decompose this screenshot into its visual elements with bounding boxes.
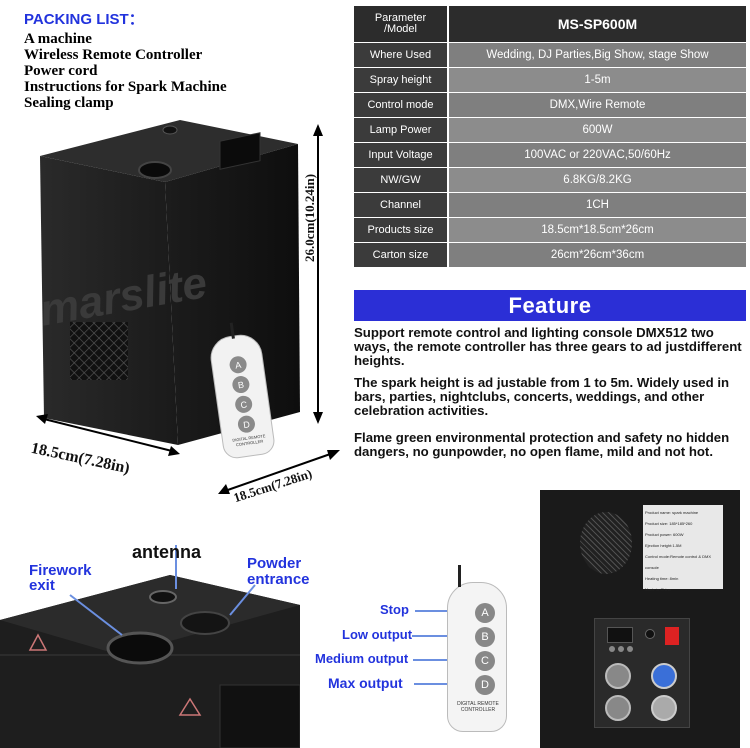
- packing-list: PACKING LIST： A machine Wireless Remote …: [24, 8, 344, 111]
- spec-header-value: MS-SP600M: [449, 6, 746, 43]
- dmx-in-connector-icon[interactable]: [605, 663, 631, 689]
- feature-paragraph: The spark height is ad justable from 1 t…: [354, 375, 730, 418]
- spec-key: Input Voltage: [354, 143, 449, 168]
- powder-entrance-icon: [180, 611, 230, 635]
- spec-key: Lamp Power: [354, 118, 449, 143]
- power-out-connector-icon[interactable]: [651, 695, 677, 721]
- firework-exit-label: Firework exit: [29, 562, 92, 594]
- machine-illustration: marslite: [36, 120, 340, 494]
- spec-key: Control mode: [354, 93, 449, 118]
- back-label-line: Product power: 600W: [645, 532, 684, 537]
- warning-icon: [28, 633, 48, 651]
- packing-item: Power cord: [24, 63, 98, 79]
- remote-button-a[interactable]: A: [475, 603, 495, 623]
- feature-paragraph: Support remote control and lighting cons…: [354, 325, 742, 368]
- spec-key: NW/GW: [354, 168, 449, 193]
- remote-button-b[interactable]: B: [475, 627, 495, 647]
- back-label: Product name: spark machine Product size…: [643, 505, 723, 592]
- remote-legend-stop: Stop: [380, 602, 409, 617]
- packing-item: Sealing clamp: [24, 95, 114, 111]
- back-label-line: Ejection height:1-5M: [645, 543, 682, 548]
- spec-header-key: Parameter /Model: [354, 6, 449, 43]
- machine-side: [165, 144, 300, 445]
- remote-button-c[interactable]: C: [234, 394, 254, 414]
- back-label-line: Product size: 185*185*260: [645, 521, 693, 526]
- remote-legend-medium: Medium output: [315, 651, 409, 666]
- back-label-line: Made in China: [645, 587, 671, 592]
- vent-grille-icon: [70, 322, 128, 380]
- machine-back: Product name: spark machine Product size…: [540, 490, 740, 748]
- height-dimension: 26.0cm(10.24in): [302, 173, 317, 262]
- firework-exit-icon: [138, 161, 172, 179]
- back-label-line: Product name: spark machine: [645, 510, 699, 515]
- back-label-line: Control mode:Remote control & DMX consol…: [645, 554, 712, 570]
- power-in-connector-icon[interactable]: [651, 663, 677, 689]
- legend-line: [414, 683, 471, 685]
- closeup-illustration: [0, 545, 300, 748]
- packing-item: Wireless Remote Controller: [24, 47, 203, 63]
- spec-value: 6.8KG/8.2KG: [449, 168, 746, 193]
- spec-key: Carton size: [354, 243, 449, 268]
- legend-line: [412, 635, 471, 637]
- packing-item: A machine: [24, 31, 92, 47]
- spec-value: Wedding, DJ Parties,Big Show, stage Show: [449, 43, 746, 68]
- remote-button-d[interactable]: D: [236, 414, 257, 434]
- spec-header-row: Parameter /Model MS-SP600M: [354, 6, 746, 43]
- spec-key: Where Used: [354, 43, 449, 68]
- display-icon: [607, 627, 633, 643]
- remote-legend-max: Max output: [328, 675, 403, 691]
- spec-value: 26cm*26cm*36cm: [449, 243, 746, 268]
- menu-button[interactable]: [609, 646, 615, 652]
- packing-item: Instructions for Spark Machine: [24, 79, 227, 95]
- spec-value: 18.5cm*18.5cm*26cm: [449, 218, 746, 243]
- remote-button-b[interactable]: B: [231, 374, 251, 395]
- power-switch[interactable]: [665, 627, 679, 645]
- antenna-icon: [149, 590, 177, 604]
- remote-button-a[interactable]: A: [228, 355, 248, 375]
- firework-exit-icon: [106, 631, 174, 665]
- down-button[interactable]: [627, 646, 633, 652]
- spec-value: DMX,Wire Remote: [449, 93, 746, 118]
- legend-line: [413, 659, 471, 661]
- spec-key: Products size: [354, 218, 449, 243]
- spec-value: 1-5m: [449, 68, 746, 93]
- antenna-label: antenna: [132, 542, 202, 562]
- spec-value: 100VAC or 220VAC,50/60Hz: [449, 143, 746, 168]
- vent-grille-icon: [580, 512, 632, 574]
- remote-button-c[interactable]: C: [475, 651, 495, 671]
- fuse-icon: [645, 629, 655, 639]
- warning-icon: [178, 697, 202, 716]
- dmx-out-connector-icon[interactable]: [605, 695, 631, 721]
- antenna-icon: [458, 565, 461, 587]
- powder-entrance-label: Powder entrance: [247, 555, 310, 588]
- feature-title: Feature: [354, 290, 746, 321]
- remote-legend-low: Low output: [342, 627, 413, 642]
- up-button[interactable]: [618, 646, 624, 652]
- legend-line: [415, 610, 471, 612]
- remote-button-d[interactable]: D: [475, 675, 495, 695]
- handle-icon: [219, 132, 261, 170]
- machine-top: [40, 120, 298, 182]
- feature-paragraph: Flame green environmental protection and…: [354, 430, 730, 459]
- control-panel: [594, 618, 690, 728]
- back-label-line: Heating time: 8min: [645, 576, 679, 581]
- spec-key: Spray height: [354, 68, 449, 93]
- spec-key: Channel: [354, 193, 449, 218]
- packing-list-title: PACKING LIST：: [24, 11, 144, 28]
- spec-value: 600W: [449, 118, 746, 143]
- spec-value: 1CH: [449, 193, 746, 218]
